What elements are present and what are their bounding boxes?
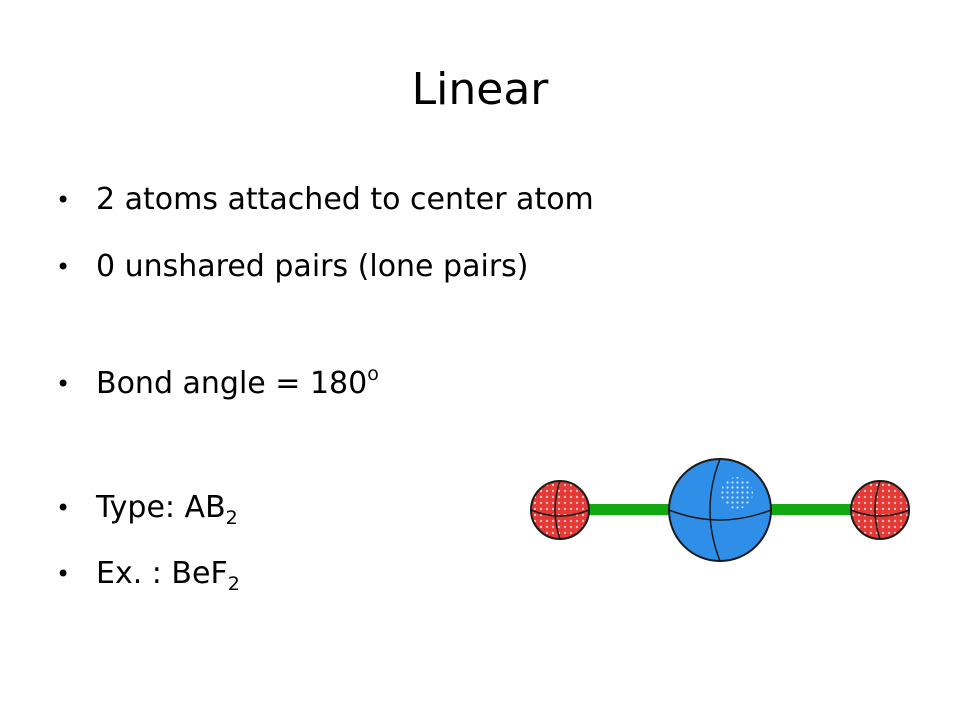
left-outer-atom [530, 480, 590, 540]
bullet-dot-icon: • [56, 494, 71, 522]
bullet-text: Bond angle = 180o [96, 363, 379, 402]
center-atom [668, 458, 772, 562]
subscript: 2 [227, 573, 240, 595]
bullet-dot-icon: • [56, 186, 71, 214]
bullet-text: 2 atoms attached to center atom [96, 182, 594, 217]
bullet-text: 0 unshared pairs (lone pairs) [96, 249, 529, 284]
bullet-dot-icon: • [56, 560, 71, 588]
slide-title: Linear [411, 64, 549, 115]
bullet-text: Ex. : BeF2 [96, 556, 240, 595]
right-outer-atom [850, 480, 910, 540]
bullet-text: Type: AB2 [96, 490, 238, 529]
linear-molecule-model-icon [530, 458, 910, 562]
degree-superscript: o [367, 363, 379, 385]
subscript: 2 [225, 507, 238, 529]
bullet-dot-icon: • [56, 253, 71, 281]
bullet-dot-icon: • [56, 370, 71, 398]
